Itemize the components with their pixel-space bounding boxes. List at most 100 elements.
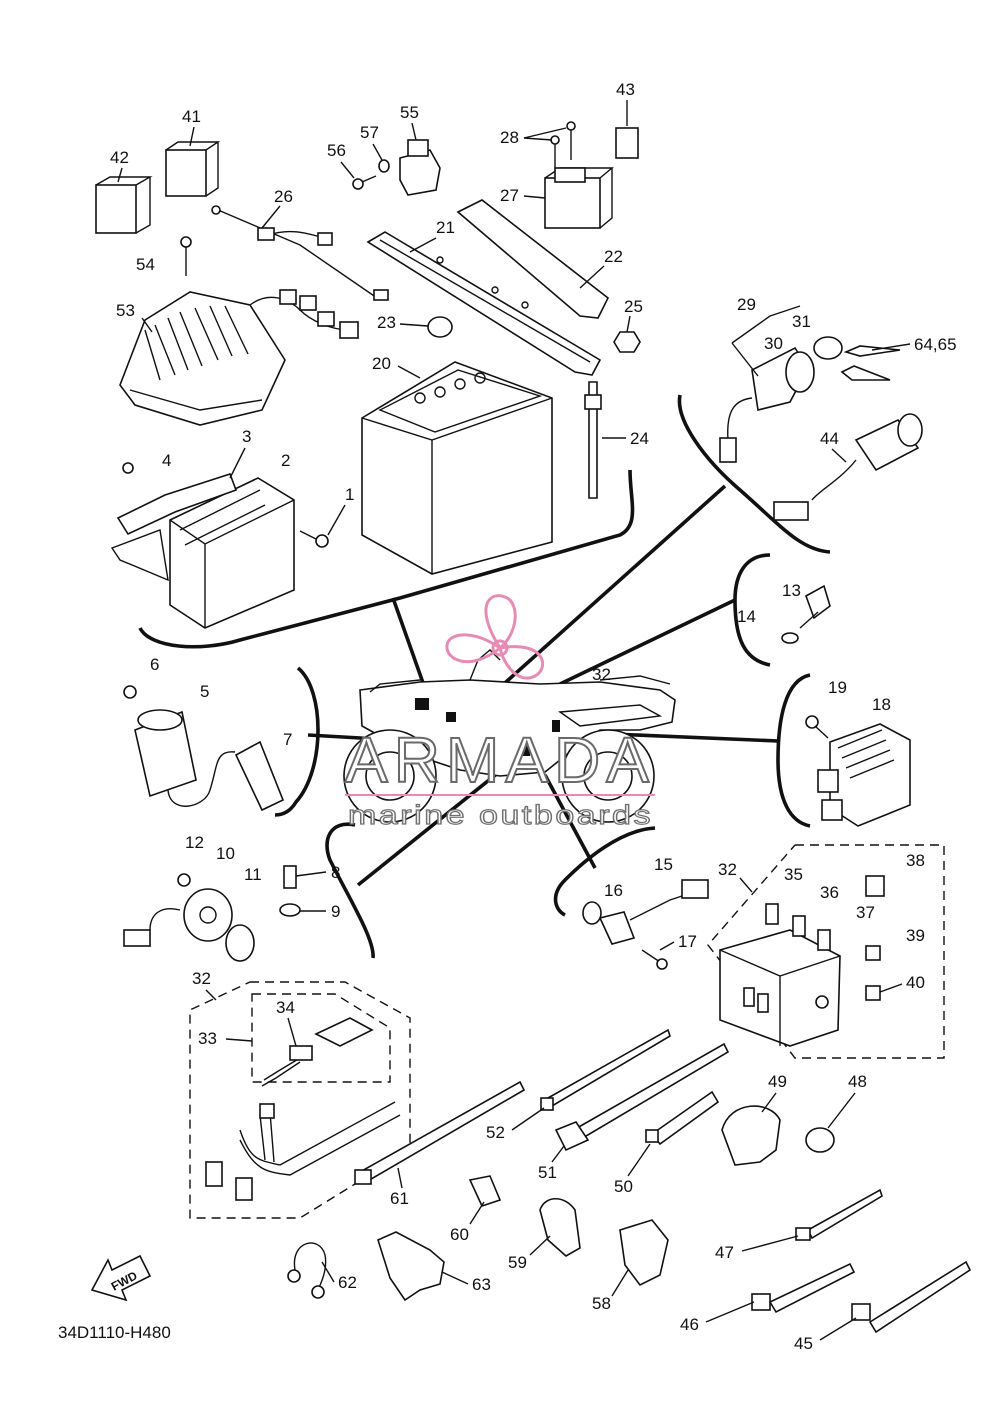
callout-13: 13 [782,581,801,600]
part-clamp-48 [805,1127,835,1153]
part-ignition-coil-5 [134,709,197,798]
callout-31: 31 [792,312,811,331]
part-relay-41 [165,141,221,197]
part-bolt-12 [177,873,191,887]
callout-44: 44 [820,429,839,448]
callout-20: 20 [372,354,391,373]
callout-50: 50 [614,1177,633,1196]
watermark-logo: ARMADA marine outboards [344,594,655,831]
part-bolt-17 [641,949,668,970]
callout-30: 30 [764,334,783,353]
part-washer-57 [378,159,390,173]
callout-59: 59 [508,1253,527,1272]
part-sensor-13 [799,584,831,629]
sub-harness-outline [251,993,391,1083]
part-clamp-60 [468,1175,502,1207]
part-pickup-coil-10 [123,888,233,947]
callout-15: 15 [654,855,673,874]
callout-39: 39 [906,926,925,945]
callout-21: 21 [436,218,455,237]
callout-57: 57 [360,123,379,142]
leader-sensor-group [559,598,736,686]
part-screw-54 [180,236,192,276]
group-boundary-key [677,394,831,554]
callout-55: 55 [400,103,419,122]
callout-35: 35 [784,865,803,884]
part-fuse-38 [865,875,885,897]
part-regulator-18 [817,723,911,827]
callout-34: 34 [276,998,295,1017]
part-socket-44 [773,413,923,521]
callout-11: 11 [244,865,262,884]
callout-47: 47 [715,1243,734,1262]
callout-64-65: 64,65 [914,335,957,354]
part-battery-holder [366,199,610,376]
diagram-code: 34D1110-H480 [58,1323,171,1342]
callout-25: 25 [624,297,643,316]
callout-51: 51 [538,1163,557,1182]
callout-32b: 32 [718,860,737,879]
callout-29: 29 [737,295,756,314]
part-fuse-39 [865,945,881,961]
fuse-box-group-outline [707,844,945,1059]
callout-48: 48 [848,1072,867,1091]
part-fuse-box [719,929,841,1047]
callout-18: 18 [872,695,891,714]
part-fuse-43 [615,127,639,159]
callout-58: 58 [592,1294,611,1313]
part-bolts-28 [550,121,576,168]
callout-32c: 32 [192,969,211,988]
callout-23: 23 [377,313,396,332]
callout-12: 12 [185,833,204,852]
part-main-switch-30 [719,346,815,463]
callout-5: 5 [200,682,209,701]
group-boundary-ignition [325,822,375,959]
callout-49: 49 [768,1072,787,1091]
callout-36: 36 [820,883,839,902]
part-speed-sensor-15 [598,879,709,945]
part-o-ring-16 [582,901,602,925]
part-starter-relay-27 [544,167,614,229]
part-band-47 [795,1188,883,1241]
part-bolt-19 [805,715,829,739]
part-fuse-36 [792,915,806,937]
callout-26: 26 [274,187,293,206]
part-fuse-35 [765,903,779,925]
watermark-brand: ARMADA [345,724,655,796]
callout-42: 42 [110,148,129,167]
callout-53: 53 [116,301,135,320]
part-ecu-53 [119,227,359,426]
part-band-52 [540,1028,671,1111]
part-washer-14 [781,632,799,644]
part-plug-cap-7 [167,740,285,812]
callout-37: 37 [856,903,875,922]
callout-41: 41 [182,107,201,126]
callout-62: 62 [338,1273,357,1292]
group-boundary-speed [553,826,656,917]
part-box-2 [169,477,295,629]
group-boundary-regulator [776,673,811,828]
part-sensor-8 [283,865,297,889]
callout-45: 45 [794,1334,813,1353]
callout-54: 54 [136,255,155,274]
callout-19: 19 [828,678,847,697]
part-o-ring-11 [225,924,255,962]
callout-7: 7 [283,730,292,749]
callout-33: 33 [198,1029,217,1048]
callout-22: 22 [604,247,623,266]
part-bolt-56 [352,175,377,190]
callout-61: 61 [390,1189,409,1208]
callout-32a: 32 [592,665,611,684]
callout-10: 10 [216,844,235,863]
part-bolt-24 [584,381,602,499]
watermark-tagline: marine outboards [348,800,653,830]
part-clamp-62 [287,1242,327,1299]
callout-52: 52 [486,1123,505,1142]
part-band-46 [751,1262,856,1314]
part-key-cap-31 [813,336,843,360]
part-clamp-59 [539,1197,581,1257]
callout-16: 16 [604,881,623,900]
watermark-propeller-icon [445,594,545,680]
callout-46: 46 [680,1315,699,1334]
part-washer-9 [279,903,301,917]
